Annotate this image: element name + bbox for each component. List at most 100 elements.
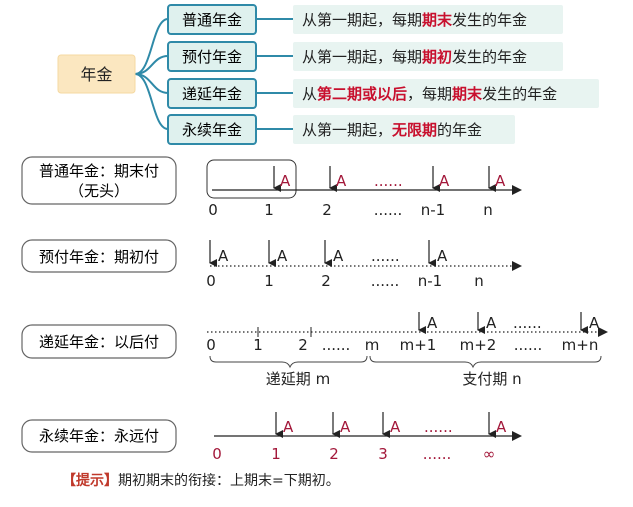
tick-label: m xyxy=(365,336,380,354)
desc-text: 的年金 xyxy=(437,121,482,139)
tick-label: 1 xyxy=(253,336,263,354)
tick-label: ...... xyxy=(374,201,403,219)
timeline-label-sub: （无头） xyxy=(69,182,129,200)
tick-label: 2 xyxy=(321,272,331,290)
tick-label: n-1 xyxy=(421,201,445,219)
payment-labels: A A ...... A A xyxy=(280,172,506,190)
timeline-label-box xyxy=(21,419,177,453)
tick-labels: 0 1 2 3 ...... ∞ xyxy=(212,445,495,463)
mindmap-connectors xyxy=(134,18,293,130)
tick-label: ...... xyxy=(423,445,452,463)
tick-label: 3 xyxy=(378,445,388,463)
mindmap-branch-due: 预付年金 从第一期起，每期期初发生的年金 xyxy=(167,41,563,72)
desc-text: 从 xyxy=(302,85,317,103)
mindmap: 年金 普通年金 从第一期起，每期期末发生的年金 预付年金 从第一期起，每期期初发… xyxy=(57,4,599,145)
tick-label: n xyxy=(483,201,493,219)
branch-desc: 从第一期起，每期期初发生的年金 xyxy=(302,48,527,66)
payment-a: A xyxy=(496,418,507,436)
mindmap-branch-deferred: 递延年金 从第二期或以后，每期期末发生的年金 xyxy=(167,78,599,109)
branch-desc: 从第一期起，每期期末发生的年金 xyxy=(302,11,527,29)
tick-label: 1 xyxy=(264,201,274,219)
desc-highlight: 期末 xyxy=(422,11,453,29)
payment-a: A xyxy=(277,247,288,265)
mindmap-branch-perpetuity: 永续年金 从第一期起，无限期的年金 xyxy=(167,114,515,145)
hint-tag: 【提示】 xyxy=(62,473,118,489)
desc-highlight: 第二期或以后 xyxy=(317,85,407,103)
payment-period-label: 支付期 n xyxy=(462,370,521,388)
timeline-perpetuity: 永续年金：永远付 A A A ...... A 0 1 2 3 ...... ∞ xyxy=(21,412,522,463)
tick-label: n-1 xyxy=(418,272,442,290)
timeline-label-box xyxy=(21,324,177,359)
desc-text: 发生的年金 xyxy=(482,85,557,103)
payment-a: A xyxy=(333,247,344,265)
payment-a: A xyxy=(340,418,351,436)
timeline-label: 永续年金：永远付 xyxy=(39,427,159,445)
tick-label: ...... xyxy=(514,336,543,354)
tick-label: 2 xyxy=(298,336,308,354)
tick-labels: 0 1 2 ...... n-1 n xyxy=(206,272,484,290)
payment-a: A xyxy=(280,172,291,190)
desc-text: 发生的年金 xyxy=(452,48,527,66)
tick-label: 1 xyxy=(271,445,281,463)
desc-highlight: 期初 xyxy=(422,48,452,66)
timeline-deferred: 递延年金：以后付 A A ...... A 0 1 2 ...... m m+1… xyxy=(21,312,608,388)
payment-a: A xyxy=(283,418,294,436)
tick-label: ∞ xyxy=(483,445,496,463)
payment-arrows xyxy=(418,312,588,334)
tick-label: m+1 xyxy=(400,336,437,354)
payment-dots: ...... xyxy=(374,172,403,190)
payment-dots: ...... xyxy=(371,247,400,265)
tick-labels: 0 1 2 ...... m m+1 m+2 ...... m+n xyxy=(206,336,598,354)
branch-label: 永续年金 xyxy=(182,121,242,139)
tick-label: 1 xyxy=(264,272,274,290)
tick-label: 0 xyxy=(208,201,218,219)
desc-text: 从第一期起，每期 xyxy=(302,48,422,66)
branch-label: 递延年金 xyxy=(182,85,242,103)
desc-highlight: 期末 xyxy=(452,85,483,103)
desc-text: 发生的年金 xyxy=(452,11,527,29)
payment-a: A xyxy=(218,247,229,265)
first-period-highlight xyxy=(206,159,297,199)
payment-a: A xyxy=(495,172,506,190)
desc-text: 从第一期起，每期 xyxy=(302,11,422,29)
payment-a: A xyxy=(486,314,497,332)
payment-dots: ...... xyxy=(424,418,453,436)
payment-a: A xyxy=(439,172,450,190)
tick-label: ...... xyxy=(371,272,400,290)
timeline-label-box xyxy=(21,239,177,273)
deferral-period-label: 递延期 m xyxy=(266,370,330,388)
timeline-label: 预付年金：期初付 xyxy=(39,248,159,266)
payment-a: A xyxy=(437,247,448,265)
mindmap-root-label: 年金 xyxy=(80,65,112,84)
timeline-label: 递延年金：以后付 xyxy=(39,333,159,351)
tick-label: 0 xyxy=(206,272,216,290)
branch-label: 预付年金 xyxy=(182,48,242,66)
payment-arrows xyxy=(275,412,496,438)
timeline-ordinary: 普通年金：期末付 （无头） A A ...... A A 0 1 2 .....… xyxy=(21,156,522,219)
payment-a: A xyxy=(427,314,438,332)
payment-arrows xyxy=(209,240,436,267)
period-braces xyxy=(209,355,602,369)
tick-label: 0 xyxy=(206,336,216,354)
timeline-label-box xyxy=(21,156,177,205)
tick-label: ...... xyxy=(322,336,351,354)
payment-labels: A A A ...... A xyxy=(283,418,507,436)
mindmap-root-box xyxy=(57,54,136,94)
payment-labels: A A A ...... A xyxy=(218,247,448,265)
payment-dots: ...... xyxy=(513,314,542,332)
tick-label: m+n xyxy=(562,336,599,354)
tick-label: 2 xyxy=(329,445,339,463)
desc-highlight: 无限期 xyxy=(391,121,437,139)
payment-a: A xyxy=(390,418,401,436)
desc-text: 从第一期起， xyxy=(302,121,392,139)
mindmap-branch-ordinary: 普通年金 从第一期起，每期期末发生的年金 xyxy=(167,4,563,35)
payment-a: A xyxy=(589,314,600,332)
payment-arrows xyxy=(273,166,496,192)
payment-labels: A A ...... A xyxy=(427,314,600,332)
tick-label: m+2 xyxy=(460,336,497,354)
tick-label: 0 xyxy=(212,445,222,463)
payment-a: A xyxy=(336,172,347,190)
branch-label: 普通年金 xyxy=(182,11,242,29)
branch-desc: 从第一期起，无限期的年金 xyxy=(302,121,482,139)
